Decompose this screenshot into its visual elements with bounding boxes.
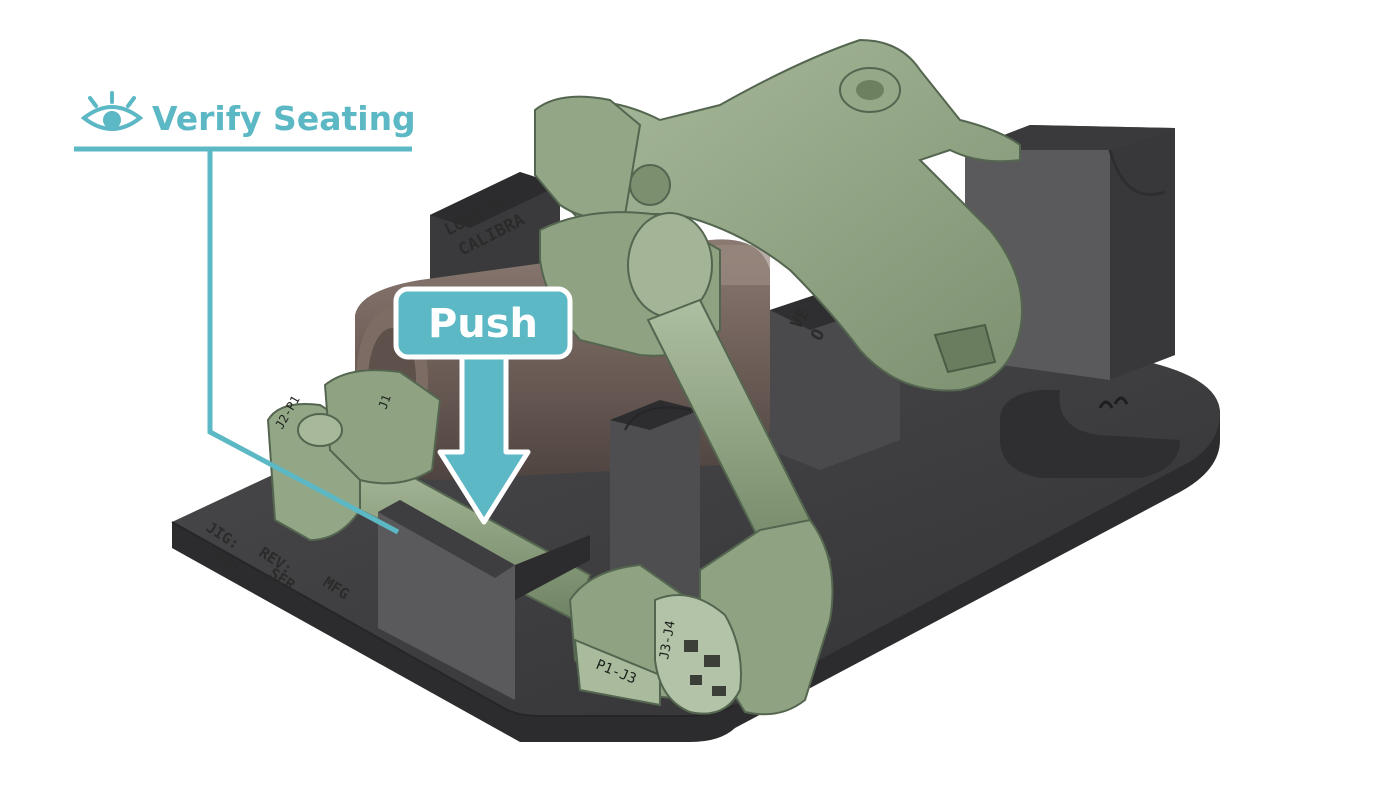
push-label: Push [428, 301, 538, 347]
verify-seating-callout: Verify Seating [74, 91, 416, 535]
front-clamp-plate [378, 500, 590, 700]
verify-seating-label: Verify Seating [152, 99, 416, 138]
diagonal-link-tube [646, 298, 832, 587]
eye-icon [80, 91, 144, 131]
arrow-down-icon [437, 352, 531, 525]
handle-grip [541, 38, 1023, 392]
push-label-box [393, 286, 573, 360]
part-label-j1: J1 [376, 393, 394, 411]
distal-joint: P1-J3 J3-J4 [568, 563, 742, 715]
push-callout: Push [393, 286, 573, 525]
callout-leader-line [207, 150, 400, 535]
part-label-j3-j4: J3-J4 [657, 619, 679, 660]
